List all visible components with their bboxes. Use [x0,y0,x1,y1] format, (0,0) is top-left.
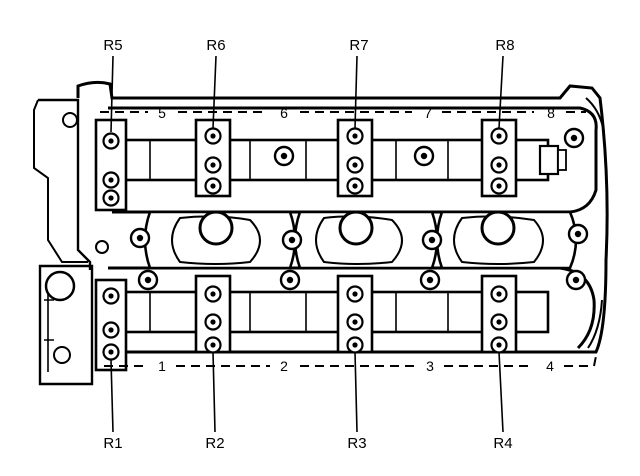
timing-end-housing [44,112,109,364]
bearing-cap-r5 [94,118,128,212]
callout-label: R1 [103,435,122,452]
bearing-cap-r8 [480,118,518,198]
leader-lines [110,55,504,433]
bearing-cap-r1 [94,278,128,372]
bearing-caps-top [94,118,518,212]
sequence-number: 5 [158,105,166,121]
callout-label: R3 [347,435,366,452]
callout-label: R5 [103,37,122,54]
sequence-number: 7 [424,105,432,121]
sequence-lines [100,111,597,367]
callout-label: R8 [495,37,514,54]
cylinder-head-body [33,80,609,386]
sequence-number: 6 [280,105,288,121]
bearing-cap-r7 [336,118,374,198]
sequence-numbers: 5 6 7 8 1 2 3 4 [158,105,555,374]
bearing-cap-r3 [336,274,374,354]
sequence-number: 2 [280,358,288,374]
sequence-line-bottom [104,355,597,367]
callout-labels: R5 R6 R7 R8 R1 R2 R3 R4 [103,37,514,452]
callout-label: R6 [206,37,225,54]
callout-label: R2 [205,435,224,452]
sequence-number: 1 [158,358,166,374]
spark-plug-wells [143,210,578,270]
callout-label: R4 [493,435,512,452]
callout-label: R7 [349,37,368,54]
bearing-caps-bottom [94,274,518,372]
bearing-cap-r6 [194,118,232,198]
sequence-number: 3 [426,358,434,374]
sequence-number: 8 [547,105,555,121]
bearing-cap-r4 [480,274,518,354]
sequence-number: 4 [546,358,554,374]
bearing-cap-r2 [194,274,232,354]
exhaust-camshaft [106,290,550,334]
